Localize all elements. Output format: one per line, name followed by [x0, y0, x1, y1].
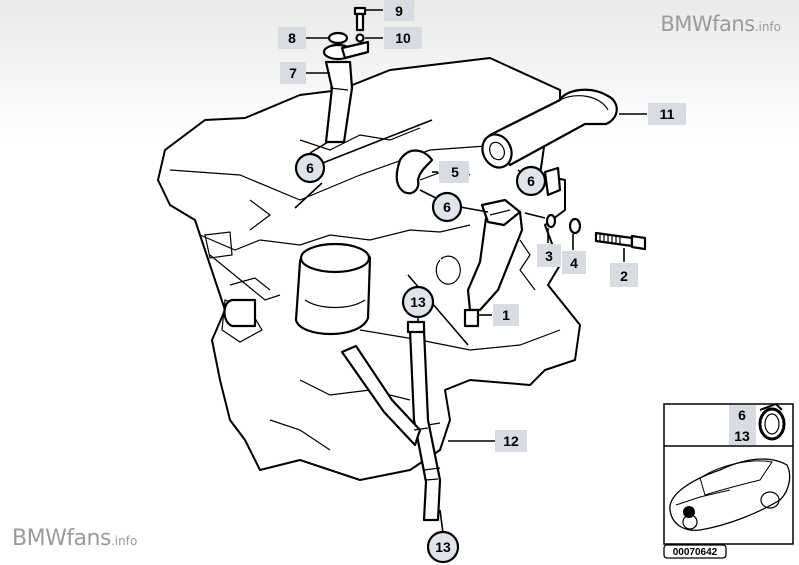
callout-2: 2 — [610, 263, 638, 287]
callout-8-text: 8 — [288, 30, 296, 46]
callout-6-left-text: 6 — [306, 160, 314, 176]
callout-6-right-text: 6 — [527, 173, 535, 189]
vent-pipe — [481, 88, 618, 197]
dipstick-tube — [322, 40, 370, 144]
callout-2-text: 2 — [620, 268, 628, 284]
callout-10: 10 — [384, 27, 422, 49]
callout-12: 12 — [495, 430, 527, 452]
callout-13-bottom-text: 13 — [435, 539, 451, 555]
washer-3 — [545, 213, 557, 229]
watermark-tld-bottom: .info — [110, 534, 138, 548]
callout-6-left: 6 — [294, 152, 326, 184]
callout-13-top: 13 — [401, 285, 435, 319]
car-illustration-icon — [669, 458, 791, 531]
watermark-brand-bottom: BMW — [12, 526, 67, 551]
callout-7: 7 — [280, 62, 306, 84]
watermark-tld: .info — [754, 20, 781, 34]
callout-10-text: 10 — [395, 30, 411, 46]
washer-4 — [568, 217, 582, 235]
callout-1-text: 1 — [502, 307, 510, 323]
callout-8: 8 — [278, 27, 306, 49]
watermark-brand: BMW — [660, 12, 713, 36]
callout-3: 3 — [537, 244, 561, 267]
callout-4-text: 4 — [570, 255, 578, 271]
inset-label-bottom: 13 — [734, 428, 750, 444]
watermark-site-bottom: fans — [66, 526, 111, 551]
callout-3-text: 3 — [545, 248, 553, 264]
inset-panel: 6 13 — [663, 402, 794, 545]
callout-13-bottom: 13 — [426, 530, 460, 564]
diagram-id: 00070642 — [663, 544, 727, 559]
callout-12-text: 12 — [503, 433, 519, 449]
callout-6-middle: 6 — [431, 191, 463, 223]
diagram-id-text: 00070642 — [673, 547, 718, 558]
callout-11-text: 11 — [660, 106, 675, 122]
callout-5-text: 5 — [451, 164, 459, 180]
inset-label-top: 6 — [738, 407, 746, 423]
callout-4: 4 — [562, 251, 586, 274]
callout-7-text: 7 — [289, 65, 297, 81]
hoses — [340, 320, 442, 522]
watermark-top: BMWfans.info — [660, 12, 781, 36]
callout-9-text: 9 — [395, 3, 403, 19]
cap-hardware — [327, 6, 367, 45]
watermark-site: fans — [712, 12, 755, 36]
breather-hose — [395, 149, 434, 195]
bolt — [594, 231, 647, 251]
callout-13-top-text: 13 — [410, 294, 426, 310]
callout-11: 11 — [648, 103, 686, 125]
hose-clamp-icon — [758, 402, 786, 441]
callout-1: 1 — [493, 304, 519, 326]
callout-9: 9 — [384, 0, 414, 21]
callout-5: 5 — [439, 161, 469, 183]
oil-separator — [463, 198, 524, 328]
watermark-bottom: BMWfans.info — [12, 526, 137, 551]
callout-6-middle-text: 6 — [443, 199, 451, 215]
callout-6-right: 6 — [515, 165, 547, 197]
